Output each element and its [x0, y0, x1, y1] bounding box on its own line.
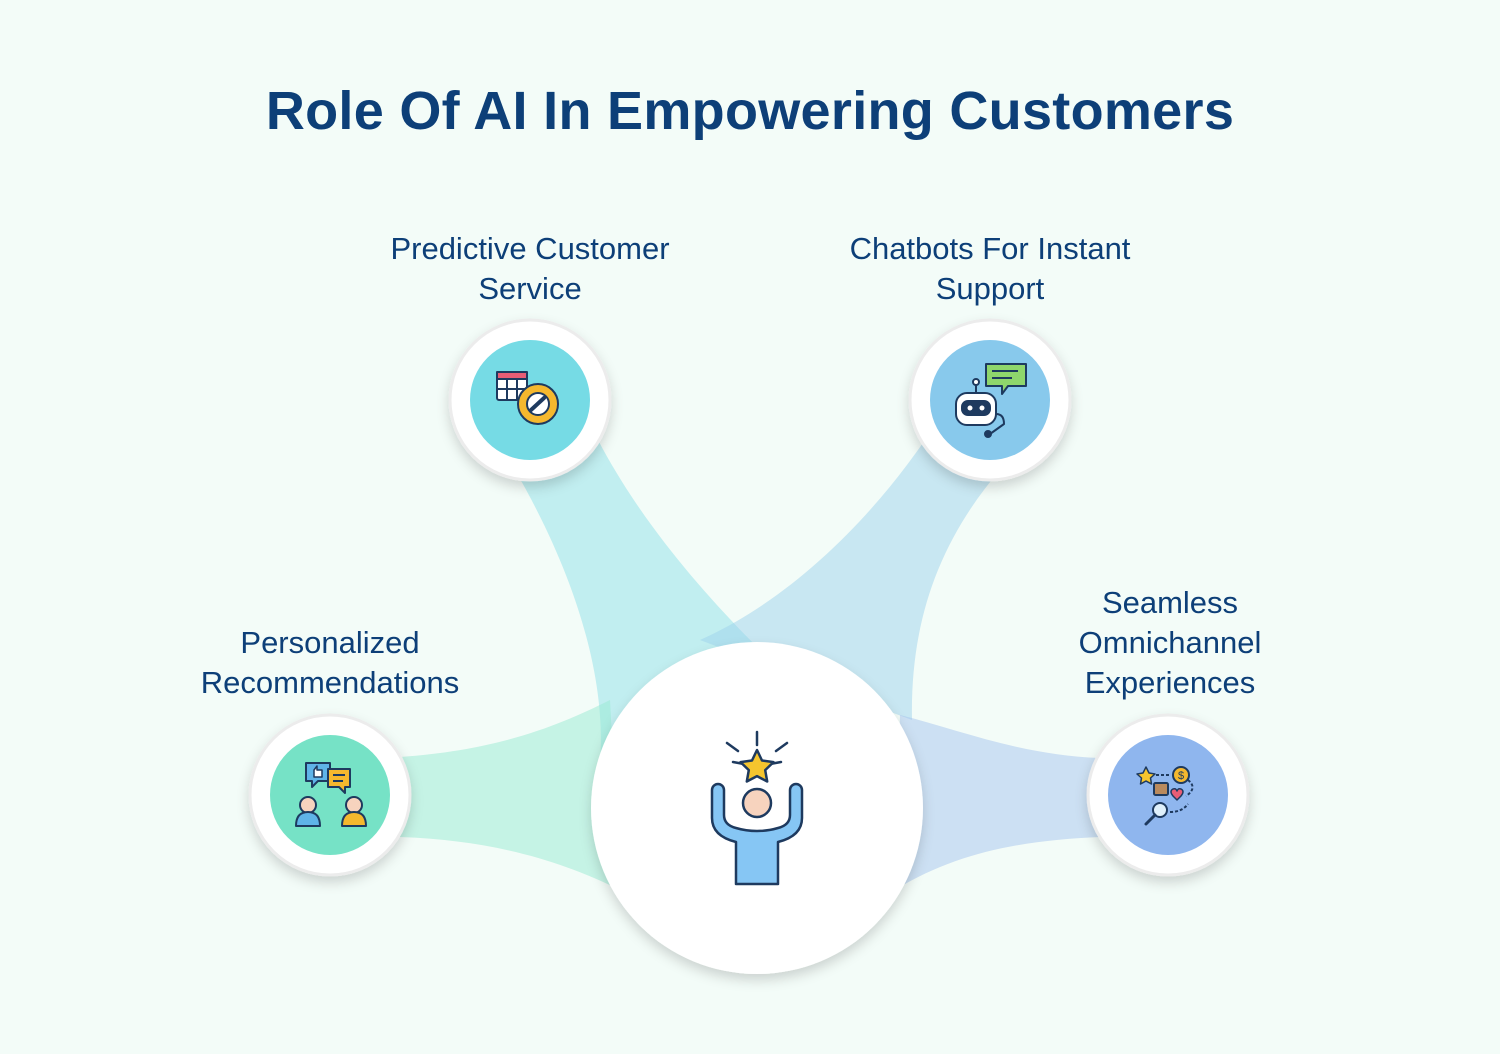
label-line: Experiences [1084, 665, 1256, 700]
band-seamless [895, 715, 1100, 890]
label-line: Service [478, 271, 582, 306]
label-predictive-customer-service: Predictive Customer Service [330, 229, 730, 309]
label-line: Personalized [240, 625, 420, 660]
page-title: Role Of AI In Empowering Customers [265, 81, 1235, 141]
node-chatbots[interactable] [908, 318, 1072, 482]
center-node [591, 642, 923, 974]
label-line: Support [935, 271, 1045, 306]
node-personalized[interactable] [248, 713, 412, 877]
svg-text:$: $ [1178, 770, 1184, 782]
node-predictive[interactable] [448, 318, 612, 482]
label-personalized-recommendations: Personalized Recommendations [130, 623, 530, 703]
label-seamless-omnichannel-experiences: Seamless Omnichannel Experiences [1020, 583, 1320, 703]
label-line: Recommendations [200, 665, 460, 700]
label-line: Seamless [1101, 585, 1239, 620]
chatbot-robot-icon [955, 363, 1027, 438]
shopping-journey-icon: $ [1136, 766, 1194, 826]
celebrating-person-with-star-icon [710, 730, 804, 886]
label-line: Predictive Customer [390, 231, 670, 266]
label-line: Chatbots For Instant [849, 231, 1131, 266]
node-seamless[interactable]: $ [1086, 713, 1250, 877]
calendar-gear-wrench-icon [496, 371, 559, 425]
label-chatbots-for-instant-support: Chatbots For Instant Support [790, 229, 1190, 309]
people-chat-thumbs-up-icon [295, 762, 367, 827]
band-personalized [400, 700, 620, 890]
label-line: Omnichannel [1078, 625, 1262, 660]
node-personalized-fill [270, 735, 390, 855]
